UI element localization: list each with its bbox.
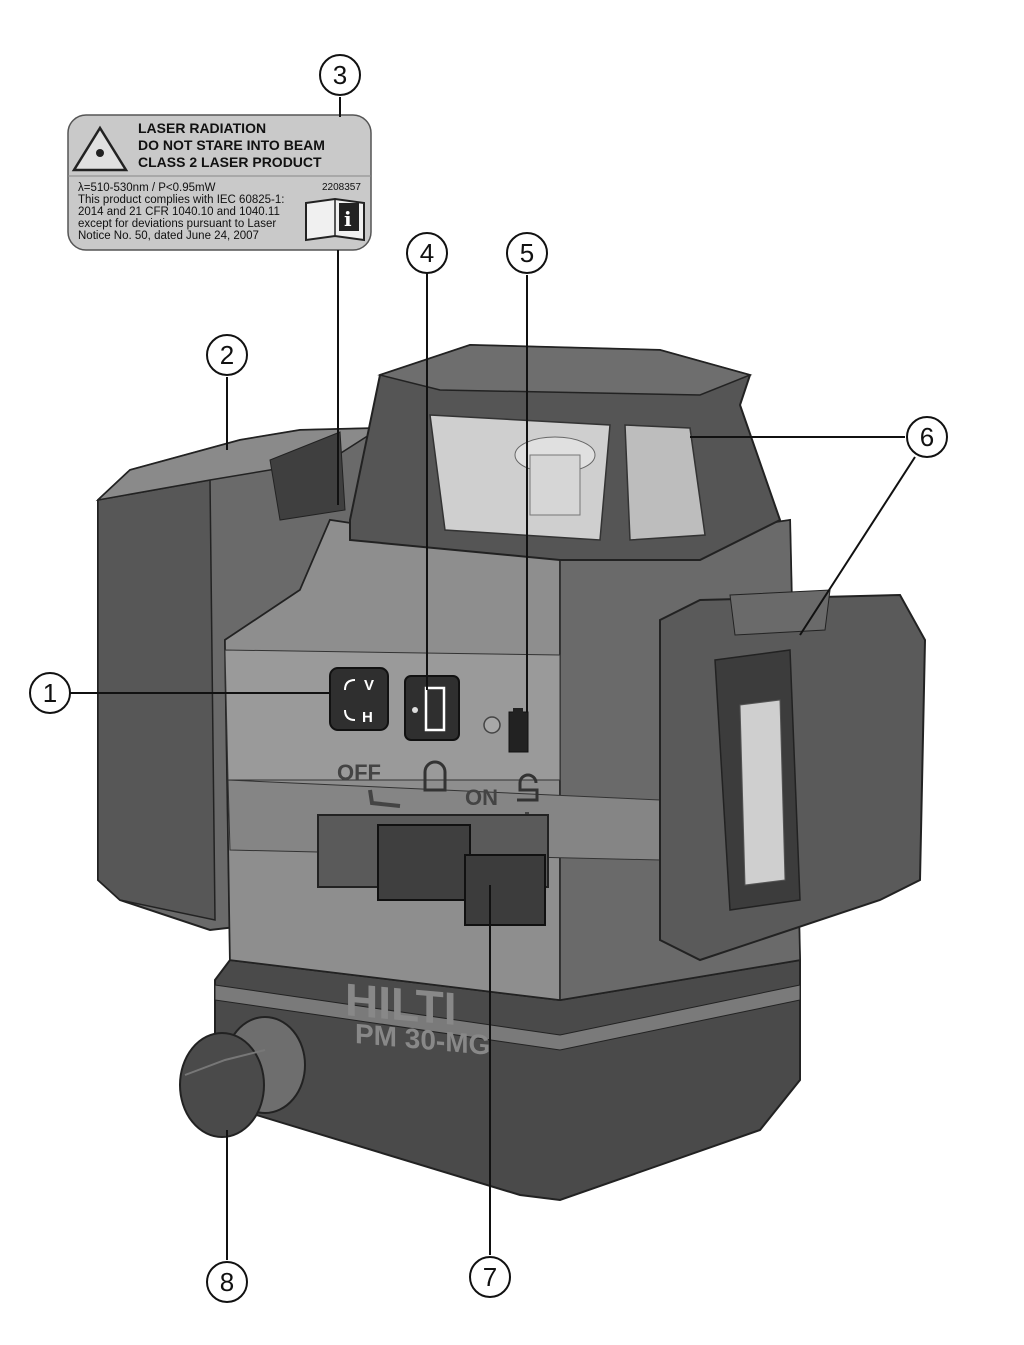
label-body-3: 2014 and 21 CFR 1040.10 and 1040.11 xyxy=(78,206,280,218)
vh-button-h-glyph: H xyxy=(362,709,373,726)
lock-open-icon xyxy=(517,773,539,802)
label-body-4: except for deviations pursuant to Laser xyxy=(78,218,276,230)
battery-led xyxy=(483,716,501,734)
callout-2: 2 xyxy=(206,334,248,376)
svg-text:i: i xyxy=(344,207,352,231)
label-body-1: λ=510-530nm / P<0.95mW xyxy=(78,182,216,194)
side-window-handle xyxy=(659,589,927,962)
label-headline-1: LASER RADIATION xyxy=(138,120,266,136)
svg-text:3: 3 xyxy=(333,60,347,90)
svg-text:8: 8 xyxy=(220,1267,234,1297)
leader-lines xyxy=(70,97,916,1260)
svg-text:7: 7 xyxy=(483,1262,497,1292)
power-lock-slider[interactable] xyxy=(317,814,549,926)
adjustment-knob[interactable] xyxy=(179,1016,306,1138)
vh-mode-button[interactable] xyxy=(329,667,389,731)
label-headline-3: CLASS 2 LASER PRODUCT xyxy=(138,154,322,170)
svg-text:5: 5 xyxy=(520,238,534,268)
label-body-2: This product complies with IEC 60825-1: xyxy=(78,194,284,206)
svg-text:2: 2 xyxy=(220,340,234,370)
switch-off-label: OFF xyxy=(337,760,381,785)
callout-8: 8 xyxy=(206,1261,248,1303)
callout-5: 5 xyxy=(506,232,548,274)
svg-text:6: 6 xyxy=(920,422,934,452)
svg-text:4: 4 xyxy=(420,238,434,268)
manual-mode-button[interactable] xyxy=(404,675,460,741)
callout-3: 3 xyxy=(319,54,361,96)
label-headline-2: DO NOT STARE INTO BEAM xyxy=(138,137,325,153)
lock-closed-icon xyxy=(423,760,447,792)
read-manual-icon: i xyxy=(305,197,365,242)
battery-icon xyxy=(508,708,529,753)
laser-level-device: V H OFF ON HILTI PM 30-MG xyxy=(95,343,927,1202)
laser-hazard-icon xyxy=(71,125,129,172)
brand-emboss: HILTI xyxy=(345,973,457,1035)
callout-4: 4 xyxy=(406,232,448,274)
label-part-number: 2208357 xyxy=(322,182,361,193)
callout-7: 7 xyxy=(469,1256,511,1298)
callout-6: 6 xyxy=(906,416,948,458)
laser-head xyxy=(349,343,782,561)
laser-warning-label: LASER RADIATION DO NOT STARE INTO BEAM C… xyxy=(67,114,372,251)
label-body-5: Notice No. 50, dated June 24, 2007 xyxy=(78,230,259,242)
callout-1: 1 xyxy=(29,672,71,714)
switch-on-label: ON xyxy=(465,785,498,810)
svg-text:1: 1 xyxy=(43,678,57,708)
vh-button-v-glyph: V xyxy=(364,677,374,694)
